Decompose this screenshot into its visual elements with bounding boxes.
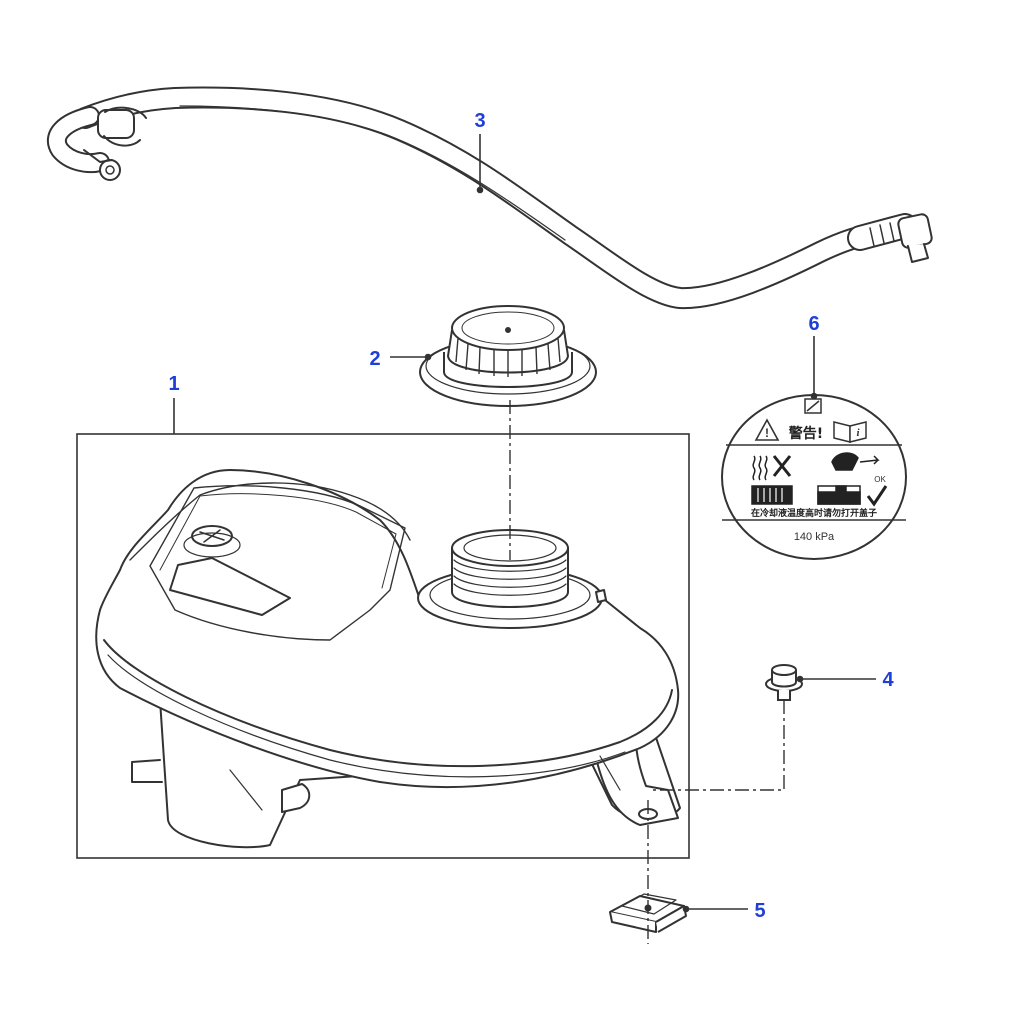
manual-book-icon: i	[833, 421, 867, 443]
open-cap-when-cool-icon: OK	[817, 452, 888, 507]
coolant-hose	[46, 86, 933, 310]
pressure-rating-text: 140 kPa	[794, 531, 835, 543]
warning-heading: 警告!	[789, 425, 823, 442]
callout-6: 6	[808, 313, 819, 335]
reservoir-group-frame	[76, 433, 690, 859]
expansion-tank	[95, 469, 681, 849]
warning-triangle-icon	[754, 418, 780, 441]
callout-4: 4	[882, 669, 894, 691]
leader-lines	[173, 134, 876, 913]
callout-2: 2	[369, 348, 380, 370]
assembly-centerlines	[509, 400, 785, 944]
svg-text:i: i	[856, 427, 860, 439]
hot-coolant-no-touch-icon	[751, 455, 793, 505]
callout-1: 1	[168, 373, 179, 395]
callout-numbers: 1 2 3 4 5 6	[168, 110, 894, 922]
svg-text:!: !	[765, 426, 769, 440]
callout-3: 3	[474, 110, 485, 132]
ok-text: OK	[874, 475, 886, 484]
warning-instruction-text: 在冷却液温度高时请勿打开盖子	[751, 507, 877, 519]
speed-nut-clip	[609, 893, 687, 933]
mounting-bolt	[765, 664, 803, 701]
reservoir-cap	[419, 305, 597, 407]
coolant-warning-label: ! 警告! i	[721, 394, 907, 560]
callout-5: 5	[754, 900, 765, 922]
